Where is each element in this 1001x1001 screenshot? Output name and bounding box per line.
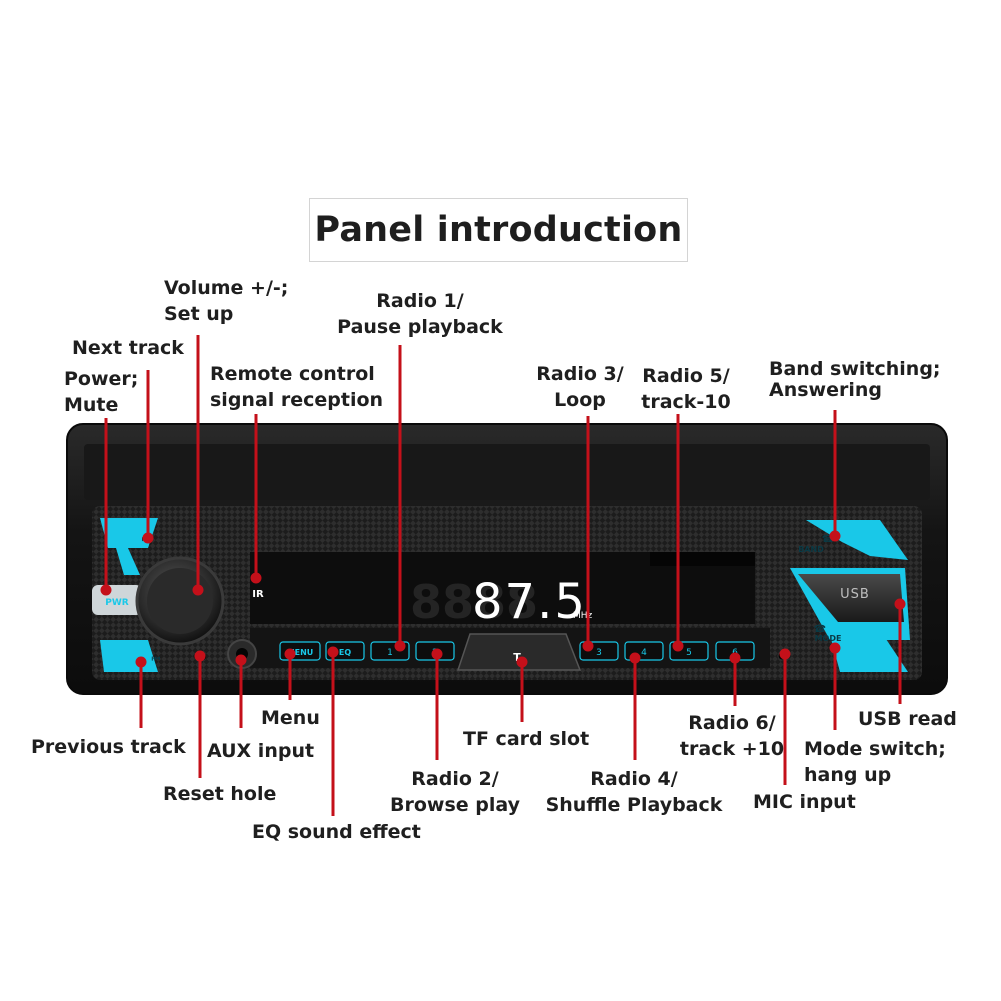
phone-hangup-icon: ☎	[814, 624, 826, 635]
label-power: Power; Mute	[64, 368, 139, 416]
volume-knob-face	[147, 568, 213, 634]
label-usb-read: USB read	[858, 708, 957, 730]
label-radio-6: Radio 6/ track +10	[679, 712, 785, 760]
power-button-label: PWR	[105, 598, 129, 608]
usb-housing	[798, 574, 904, 622]
label-radio-2: Radio 2/ Browse play	[389, 768, 520, 816]
tf-slot-label: T	[513, 651, 521, 664]
label-reset-hole: Reset hole	[163, 783, 277, 805]
frequency-unit: MHz	[573, 611, 593, 621]
band-label: BAND	[798, 545, 824, 554]
label-band-switching: Band switching; Answering	[769, 358, 941, 401]
ir-label: IR	[252, 589, 264, 600]
label-radio-4: Radio 4/ Shuffle Playback	[545, 768, 723, 816]
label-next-track: Next track	[72, 337, 184, 359]
label-previous-track: Previous track	[31, 736, 186, 758]
svg-text:5: 5	[686, 648, 692, 658]
label-menu: Menu	[261, 707, 320, 729]
label-aux-input: AUX input	[207, 740, 315, 762]
leader-lines	[100, 335, 906, 816]
top-slot	[650, 552, 755, 566]
ghost-digits: 8888	[410, 575, 538, 629]
label-mode-switch: Mode switch; hang up	[804, 738, 946, 786]
svg-text:EQ: EQ	[339, 648, 351, 657]
label-volume: Volume +/-; Set up	[164, 277, 289, 325]
svg-text:1: 1	[387, 648, 393, 658]
mode-label: MODE	[815, 634, 842, 643]
label-tf-card-slot: TF card slot	[463, 728, 590, 750]
label-remote-control: Remote control signal reception	[210, 363, 384, 411]
usb-port-label[interactable]: USB	[840, 587, 870, 602]
top-flap	[84, 444, 930, 500]
label-radio-5: Radio 5/ track-10	[641, 365, 731, 413]
svg-text:3: 3	[596, 648, 602, 658]
label-eq-sound-effect: EQ sound effect	[252, 821, 421, 843]
label-mic-input: MIC input	[753, 791, 856, 813]
svg-text:MENU: MENU	[287, 648, 314, 657]
frequency-display: 87.5	[472, 574, 587, 630]
phone-answer-icon: ☎	[822, 534, 834, 545]
svg-text:4: 4	[641, 648, 647, 658]
diagram-title: Panel introduction	[314, 210, 683, 250]
tf-card-slot[interactable]	[456, 633, 582, 671]
label-radio-1: Radio 1/ Pause playback	[337, 290, 503, 338]
title-box: Panel introduction	[309, 198, 688, 262]
label-radio-3: Radio 3/ Loop	[536, 363, 624, 411]
previous-track-icon[interactable]: ⏮	[152, 654, 161, 665]
